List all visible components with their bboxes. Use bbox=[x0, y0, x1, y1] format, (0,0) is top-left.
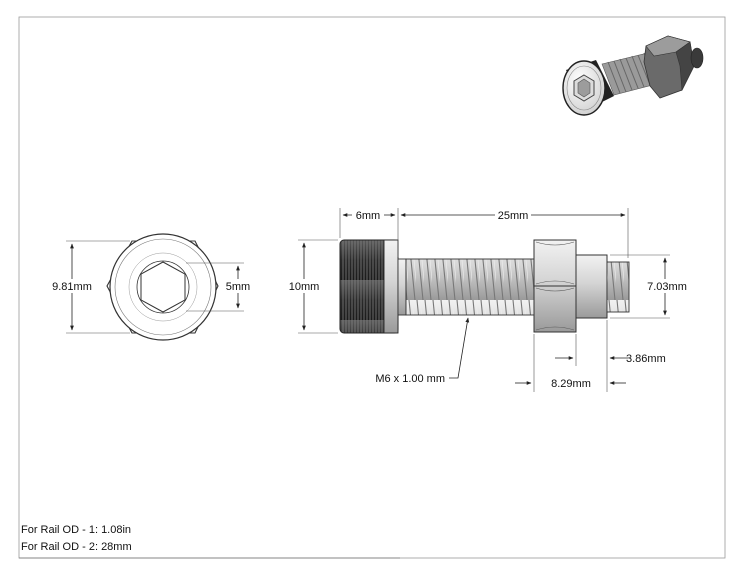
dim-head-length: 6mm bbox=[356, 210, 380, 222]
note-rail-od-2: For Rail OD - 2: 28mm bbox=[21, 541, 132, 553]
dim-hex-width: 9.81mm bbox=[52, 281, 92, 293]
thread-callout: M6 x 1.00 mm bbox=[375, 373, 445, 385]
iso-view bbox=[562, 35, 704, 116]
dim-head-diameter: 10mm bbox=[289, 281, 320, 293]
notes-block: For Rail OD - 1: 1.08in For Rail OD - 2:… bbox=[21, 524, 132, 553]
bolt-thread bbox=[405, 258, 535, 316]
dim-socket-size: 5mm bbox=[226, 281, 250, 293]
socket-hex bbox=[140, 261, 186, 313]
dim-bolt-length: 25mm bbox=[498, 210, 529, 222]
side-view: 10mm 6mm 25mm 7.03mm M6 x 1.00 mm 3.86mm… bbox=[287, 208, 690, 392]
dim-nut-thickness: 8.29mm bbox=[551, 378, 591, 390]
washer-side bbox=[575, 254, 608, 319]
socket-head-bolt-with-nut-icon bbox=[562, 35, 704, 116]
dim-nut-width: 7.03mm bbox=[647, 281, 687, 293]
end-view: 9.81mm 5mm bbox=[48, 233, 254, 341]
thread-callout-leader bbox=[449, 317, 470, 379]
dim-washer-thickness: 3.86mm bbox=[626, 353, 666, 365]
note-rail-od-1: For Rail OD - 1: 1.08in bbox=[21, 524, 131, 536]
hex-nut-side bbox=[533, 239, 577, 333]
